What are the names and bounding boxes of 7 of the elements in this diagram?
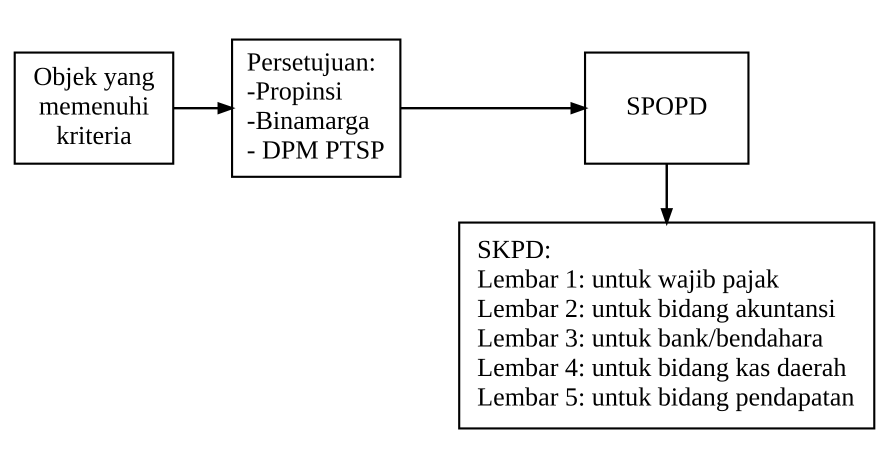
node-box: SKPD: Lembar 1: untuk wajib pajak Lembar 2: untuk bidang akuntansi Lembar 3: untuk bank/bendahara Lembar 4: untuk bidang kas daerah Lembar 5: untuk bidang pendapatan xyxy=(458,222,876,430)
arrow xyxy=(660,164,674,226)
arrow xyxy=(173,102,236,114)
node-box: SPOPD xyxy=(584,52,750,165)
node-box: Objek yang memenuhi kriteria xyxy=(14,52,174,165)
node-box: Persetujuan: -Propinsi -Binamarga - DPM PTSP xyxy=(231,38,402,178)
arrow xyxy=(400,102,589,114)
